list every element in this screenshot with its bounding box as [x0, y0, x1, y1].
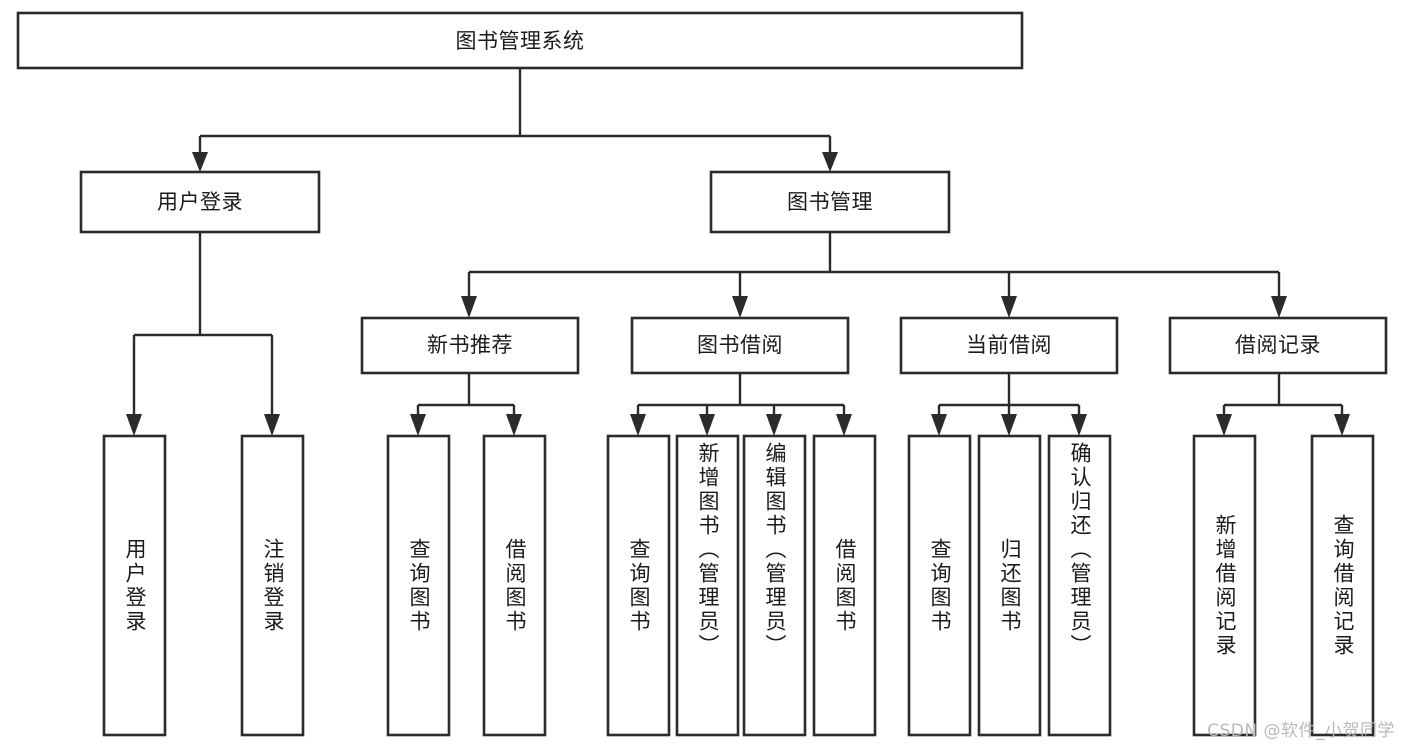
arrow-to-current-borrow: [1001, 296, 1017, 318]
arrow-to-leaf-user-login: [126, 414, 142, 436]
connector-book-manage-trunk: [467, 232, 1281, 300]
node-book-manage[interactable]: 图书管理: [709, 170, 951, 234]
arrow-to-leaf-query-book-2: [630, 414, 646, 436]
leaf-box-confirm-return[interactable]: [1047, 434, 1112, 737]
connector-book-borrow-trunk: [636, 373, 846, 418]
arrow-to-leaf-confirm-return: [1071, 414, 1087, 436]
leaf-box-borrow-book-1[interactable]: [482, 434, 547, 737]
leaf-box-query-book-2[interactable]: [606, 434, 671, 737]
connector-layer: [126, 68, 1350, 436]
arrow-to-leaf-query-book-1: [410, 414, 426, 436]
connector-borrow-record-trunk: [1222, 373, 1344, 418]
leaf-box-borrow-book-2[interactable]: [812, 434, 877, 737]
csdn-watermark: CSDN @软件_小贺同学: [1207, 721, 1395, 741]
leaf-box-query-record[interactable]: [1310, 434, 1375, 737]
arrow-to-leaf-query-book-3: [931, 414, 947, 436]
arrow-to-leaf-return-book: [1001, 414, 1017, 436]
leaf-box-user-login[interactable]: [102, 434, 167, 737]
node-current-borrow-label: 当前借阅: [966, 333, 1052, 357]
connector-new-book-recommend-trunk: [416, 373, 516, 418]
node-book-manage-label: 图书管理: [787, 190, 873, 214]
node-borrow-record[interactable]: 借阅记录: [1168, 316, 1388, 375]
node-book-borrow-label: 图书借阅: [697, 333, 783, 357]
connector-user-login-trunk: [132, 232, 274, 418]
node-borrow-record-label: 借阅记录: [1235, 333, 1321, 357]
leaf-box-return-book[interactable]: [977, 434, 1042, 737]
arrow-to-leaf-add-record: [1216, 414, 1232, 436]
node-current-borrow[interactable]: 当前借阅: [899, 316, 1119, 375]
arrow-to-user-login: [192, 152, 208, 172]
connector-current-borrow-trunk: [937, 373, 1081, 418]
arrow-to-leaf-edit-book: [766, 414, 782, 436]
node-root[interactable]: 图书管理系统: [16, 11, 1024, 70]
node-root-label: 图书管理系统: [456, 29, 585, 53]
connector-root-trunk: [198, 68, 832, 156]
leaf-box-query-book-3[interactable]: [907, 434, 972, 737]
arrow-to-leaf-add-book: [699, 414, 715, 436]
node-new-book-recommend-label: 新书推荐: [427, 333, 513, 357]
node-user-login-label: 用户登录: [157, 190, 243, 214]
leaf-box-add-book[interactable]: [675, 434, 740, 737]
arrow-to-leaf-logout: [264, 414, 280, 436]
node-user-login[interactable]: 用户登录: [79, 170, 321, 234]
leaf-box-query-book-1[interactable]: [386, 434, 451, 737]
leaf-box-add-record[interactable]: [1192, 434, 1257, 737]
arrow-to-leaf-borrow-book-1: [506, 414, 522, 436]
leaf-box-logout[interactable]: [240, 434, 305, 737]
node-book-borrow[interactable]: 图书借阅: [630, 316, 850, 375]
leaf-box-edit-book[interactable]: [742, 434, 807, 737]
arrow-to-leaf-borrow-book-2: [836, 414, 852, 436]
arrow-to-book-manage: [822, 152, 838, 172]
arrow-to-book-borrow: [732, 296, 748, 318]
arrow-to-borrow-record: [1271, 296, 1287, 318]
arrow-to-leaf-query-record: [1334, 414, 1350, 436]
arrow-to-new-book-recommend: [461, 296, 477, 318]
node-new-book-recommend[interactable]: 新书推荐: [360, 316, 580, 375]
